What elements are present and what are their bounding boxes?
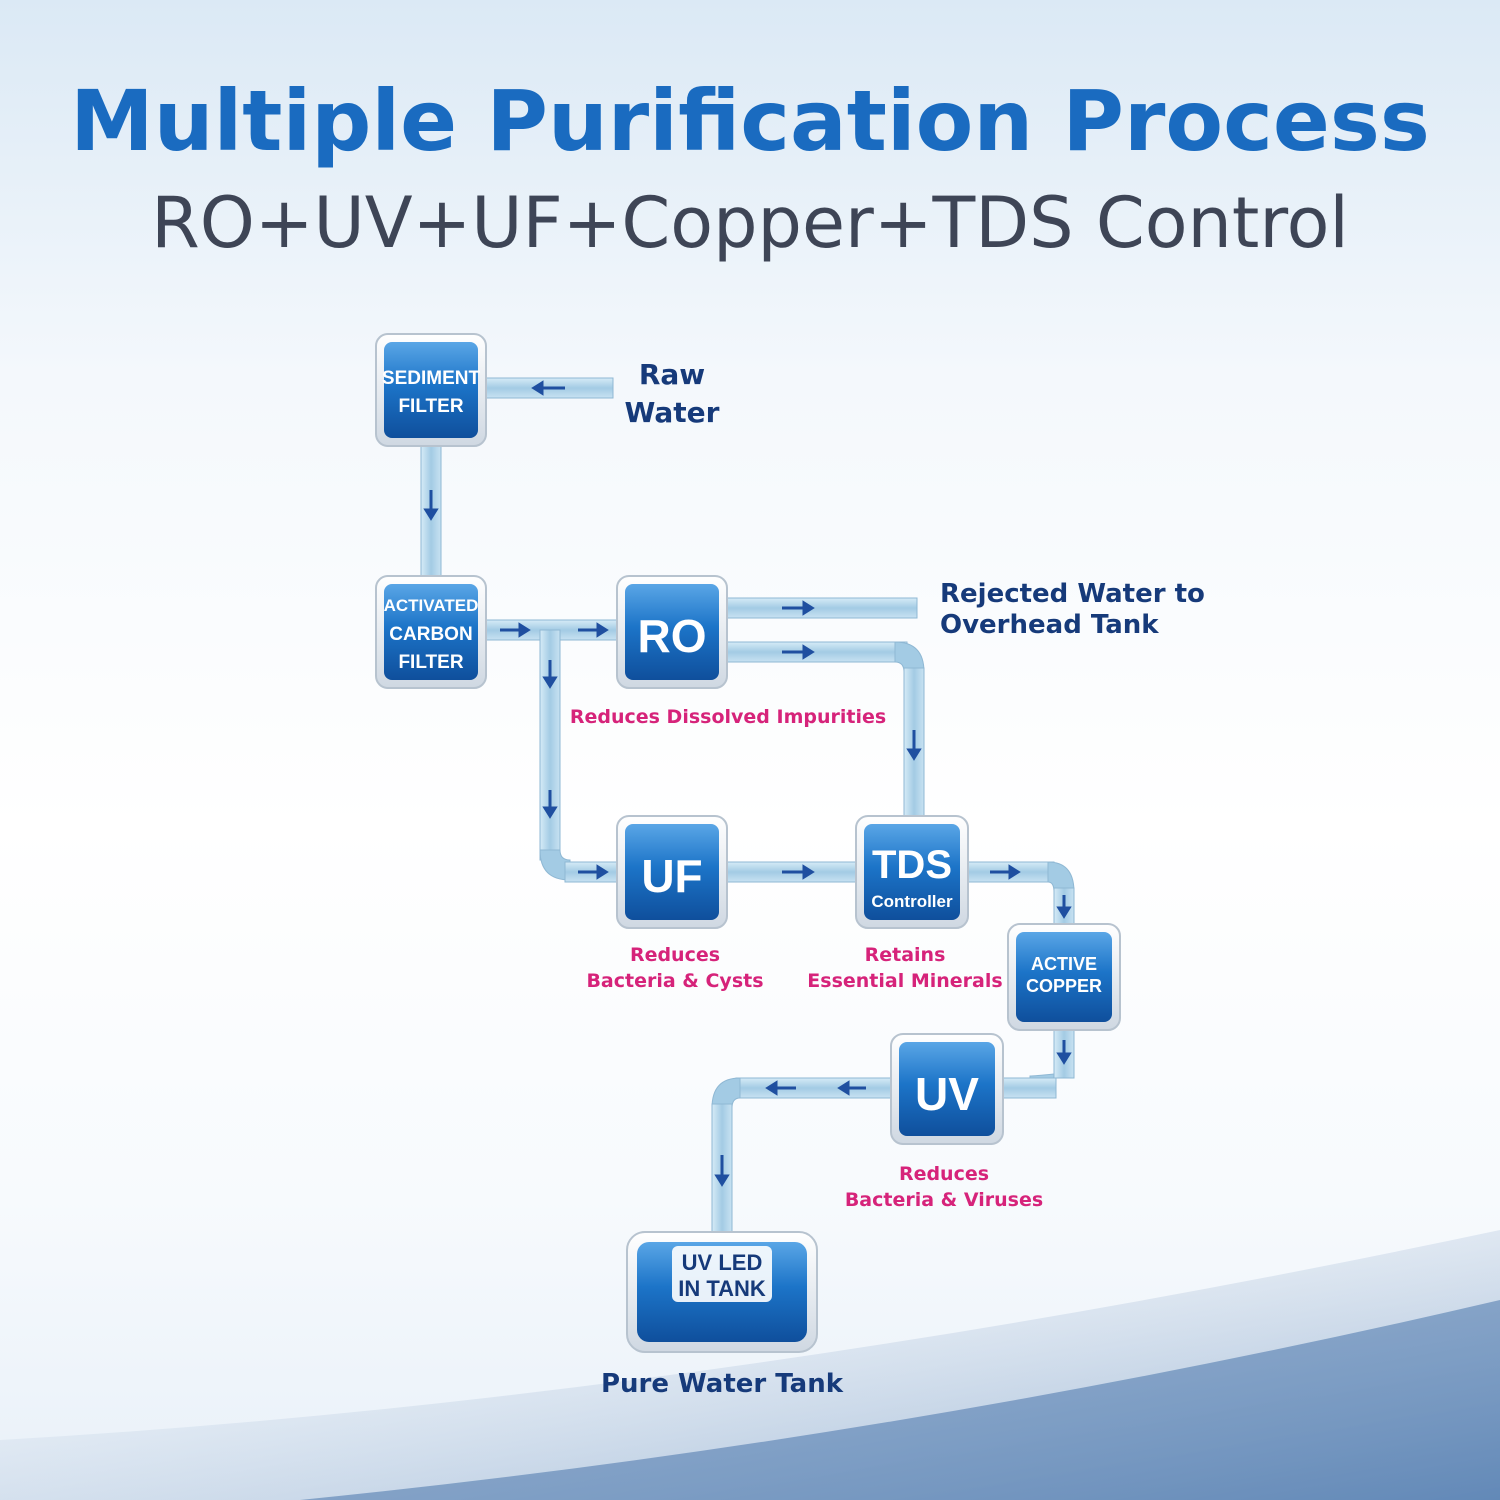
ro-label: RO bbox=[638, 610, 707, 662]
arrow-carbon-right-1 bbox=[500, 622, 531, 638]
tds-label-1: TDS bbox=[872, 843, 952, 887]
page-title: Multiple Purification Process bbox=[70, 72, 1430, 170]
node-ro: RO bbox=[616, 575, 728, 689]
node-uf: UF bbox=[616, 815, 728, 929]
pipe-ro-tds-h bbox=[726, 641, 908, 663]
arrow-sediment-down bbox=[423, 490, 439, 521]
node-active-copper: ACTIVE COPPER bbox=[1007, 923, 1121, 1031]
tds-label-2: Controller bbox=[871, 892, 953, 911]
tank-label-2: IN TANK bbox=[678, 1276, 766, 1301]
uv-description-1: Reduces bbox=[899, 1163, 989, 1185]
pipe-copper-uv-h bbox=[999, 1077, 1057, 1099]
arrow-uf-tds bbox=[782, 864, 815, 880]
uf-description-2: Bacteria & Cysts bbox=[586, 970, 763, 992]
tds-description-2: Essential Minerals bbox=[807, 970, 1002, 992]
arrow-ro-tds-right bbox=[782, 644, 815, 660]
sediment-label-1: SEDIMENT bbox=[382, 368, 481, 389]
pipe-ro-reject bbox=[726, 597, 918, 619]
arrow-raw-left bbox=[531, 380, 565, 396]
node-sediment-filter: SEDIMENT FILTER bbox=[375, 333, 487, 447]
ro-description: Reduces Dissolved Impurities bbox=[570, 706, 886, 728]
page-subtitle: RO+UV+UF+Copper+TDS Control bbox=[151, 182, 1349, 264]
arrow-branch-uf bbox=[578, 864, 609, 880]
sediment-label-2: FILTER bbox=[398, 396, 463, 417]
arrow-reject bbox=[782, 600, 815, 616]
pure-water-tank-label: Pure Water Tank bbox=[601, 1369, 844, 1399]
pipe-uv-tank-h bbox=[735, 1077, 895, 1099]
arrow-branch-down-1 bbox=[542, 660, 558, 689]
arrow-tds-copper-right bbox=[990, 864, 1021, 880]
tds-description-1: Retains bbox=[865, 944, 946, 966]
carbon-label-3: FILTER bbox=[398, 652, 463, 673]
arrow-uv-left-2 bbox=[765, 1080, 796, 1096]
flow-arrows bbox=[423, 380, 1072, 1187]
arrow-copper-down bbox=[1056, 1040, 1072, 1065]
arrow-ro-tds-down bbox=[906, 730, 922, 761]
arrow-tds-copper-down bbox=[1056, 895, 1072, 919]
node-uv: UV bbox=[890, 1033, 1004, 1145]
arrow-carbon-right-2 bbox=[578, 622, 609, 638]
rejected-water-label-2: Overhead Tank bbox=[940, 610, 1159, 640]
copper-label-2: COPPER bbox=[1026, 976, 1102, 996]
uv-label: UV bbox=[915, 1068, 979, 1120]
rejected-water-label-1: Rejected Water to bbox=[940, 579, 1205, 609]
node-activated-carbon-filter: ACTIVATED CARBON FILTER bbox=[375, 575, 487, 689]
arrow-branch-down-2 bbox=[542, 790, 558, 819]
uf-description-1: Reduces bbox=[630, 944, 720, 966]
uv-description-2: Bacteria & Viruses bbox=[845, 1189, 1043, 1211]
uf-label: UF bbox=[641, 850, 702, 902]
node-uv-led-tank: UV LED IN TANK bbox=[626, 1231, 818, 1353]
copper-label-1: ACTIVE bbox=[1031, 954, 1097, 974]
arrow-tank-down bbox=[714, 1155, 730, 1187]
carbon-label-1: ACTIVATED bbox=[384, 596, 479, 615]
tank-label-1: UV LED bbox=[682, 1250, 763, 1275]
node-tds-controller: TDS Controller bbox=[855, 815, 969, 929]
carbon-label-2: CARBON bbox=[389, 624, 472, 645]
raw-water-label-2: Water bbox=[625, 396, 720, 429]
arrow-uv-left-1 bbox=[837, 1080, 866, 1096]
raw-water-label-1: Raw bbox=[639, 358, 705, 391]
pipe-branch-elbow bbox=[539, 849, 571, 881]
